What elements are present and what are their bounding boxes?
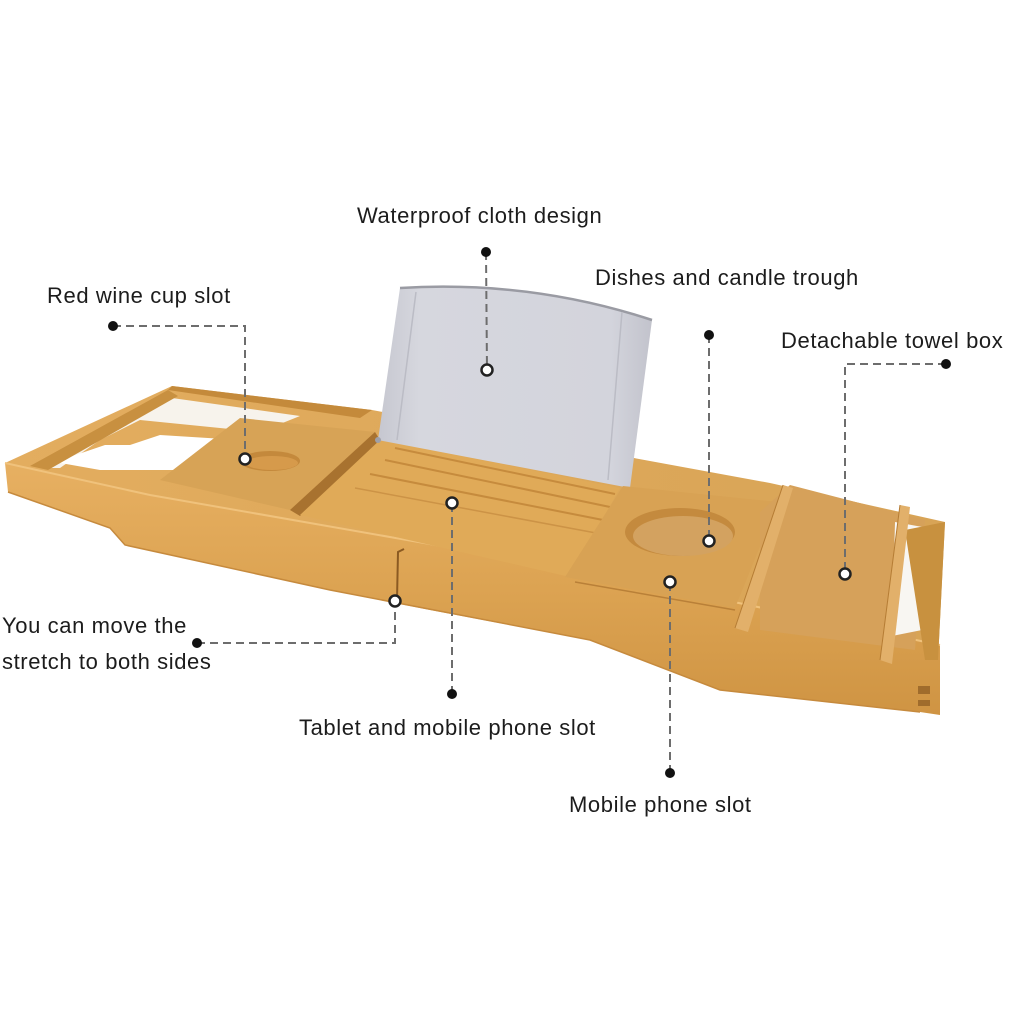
anchor-dot-dishes: [704, 330, 714, 340]
label-dishes-candle-trough: Dishes and candle trough: [595, 265, 859, 290]
candle-trough-board: [565, 486, 778, 611]
anchor-dot-mobile: [665, 768, 675, 778]
label-stretch-line-2: stretch to both sides: [2, 649, 212, 674]
anchor-dot-red-wine: [108, 321, 118, 331]
label-mobile-phone-slot: Mobile phone slot: [569, 792, 752, 817]
anchor-dots: [108, 247, 951, 778]
target-dot-red-wine: [238, 452, 252, 466]
anchor-dot-stretch: [192, 638, 202, 648]
waterproof-cloth-panel: [375, 285, 653, 488]
leader-towel-box: [844, 363, 946, 574]
label-tablet-mobile-slot: Tablet and mobile phone slot: [299, 715, 596, 740]
label-red-wine-cup-slot: Red wine cup slot: [47, 283, 231, 308]
target-dot-tablet: [445, 496, 459, 510]
target-dot-stretch: [388, 594, 402, 608]
label-detachable-towel-box: Detachable towel box: [781, 328, 1004, 353]
callout-lines: [113, 251, 946, 773]
label-waterproof-cloth: Waterproof cloth design: [357, 203, 603, 228]
wine-slot-board: [160, 418, 380, 516]
target-dot-waterproof: [480, 363, 494, 377]
anchor-dot-waterproof: [481, 247, 491, 257]
label-stretch-line-1: You can move the: [2, 613, 187, 638]
towel-box: [734, 484, 945, 706]
anchor-dot-tablet: [447, 689, 457, 699]
target-dots: [238, 363, 852, 608]
target-dot-towel-box: [838, 567, 852, 581]
target-dot-mobile: [663, 575, 677, 589]
anchor-dot-towel-box: [941, 359, 951, 369]
leader-waterproof-cloth: [485, 251, 488, 371]
tablet-slot-area: [300, 440, 620, 601]
target-dot-dishes: [702, 534, 716, 548]
leader-red-wine: [113, 325, 246, 459]
leader-stretch: [197, 601, 396, 644]
